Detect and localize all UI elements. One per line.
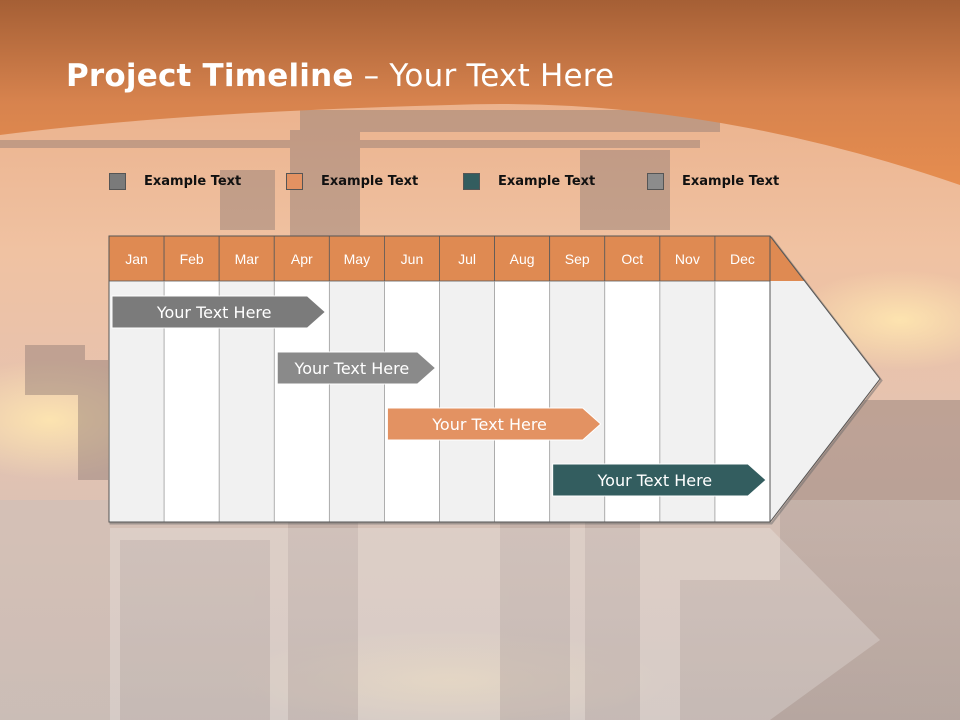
month-header-cell xyxy=(384,235,440,282)
month-label: Apr xyxy=(291,251,313,267)
month-header-cell xyxy=(328,235,385,282)
month-column xyxy=(329,281,385,522)
legend-label: Example Text xyxy=(321,173,419,189)
month-header-cell xyxy=(659,235,716,282)
legend-label: Example Text xyxy=(144,173,242,189)
month-column xyxy=(494,281,550,522)
legend-item-1: Example Text xyxy=(109,171,241,191)
title-bold: Project Timeline xyxy=(66,58,354,94)
timeline-arrow-outline xyxy=(769,235,881,523)
month-label: Jun xyxy=(401,251,424,267)
month-header-cell xyxy=(494,235,551,282)
month-header-cell xyxy=(108,235,165,282)
month-label: Jan xyxy=(125,251,148,267)
task-arrow xyxy=(111,295,327,329)
task-label: Your Text Here xyxy=(597,471,713,490)
month-label: Nov xyxy=(675,251,700,267)
page-title: Project Timeline – Your Text Here xyxy=(66,58,614,94)
legend-label: Example Text xyxy=(682,173,780,189)
task-arrow xyxy=(552,463,767,497)
task-label: Your Text Here xyxy=(156,303,272,322)
legend-item-4: Example Text xyxy=(647,171,779,191)
month-label: Aug xyxy=(510,251,535,267)
timeline-grid-border xyxy=(108,235,771,523)
month-label: Jul xyxy=(458,251,476,267)
month-header-cell xyxy=(439,235,495,282)
legend-item-2: Example Text xyxy=(286,171,418,191)
month-header-cell xyxy=(163,235,220,282)
month-label: Dec xyxy=(730,251,755,267)
legend-item-3: Example Text xyxy=(463,171,595,191)
legend-swatch-gray xyxy=(109,172,126,190)
month-label: Sep xyxy=(565,251,590,267)
legend-swatch-teal xyxy=(463,172,480,190)
title-subtitle: Your Text Here xyxy=(389,58,615,94)
month-column xyxy=(384,281,440,522)
legend-swatch-gray xyxy=(647,172,664,190)
month-label: May xyxy=(344,251,370,267)
legend-swatch-orange xyxy=(286,172,303,190)
month-label: Mar xyxy=(235,251,259,267)
task-label: Your Text Here xyxy=(431,415,547,434)
task-arrow xyxy=(386,407,602,441)
month-column xyxy=(439,281,495,522)
task-arrow xyxy=(276,351,437,385)
month-header-cell xyxy=(218,235,275,282)
task-label: Your Text Here xyxy=(294,359,410,378)
title-separator: – xyxy=(353,58,390,94)
month-label: Feb xyxy=(180,251,204,267)
month-label: Oct xyxy=(621,251,643,267)
legend-label: Example Text xyxy=(498,173,596,189)
